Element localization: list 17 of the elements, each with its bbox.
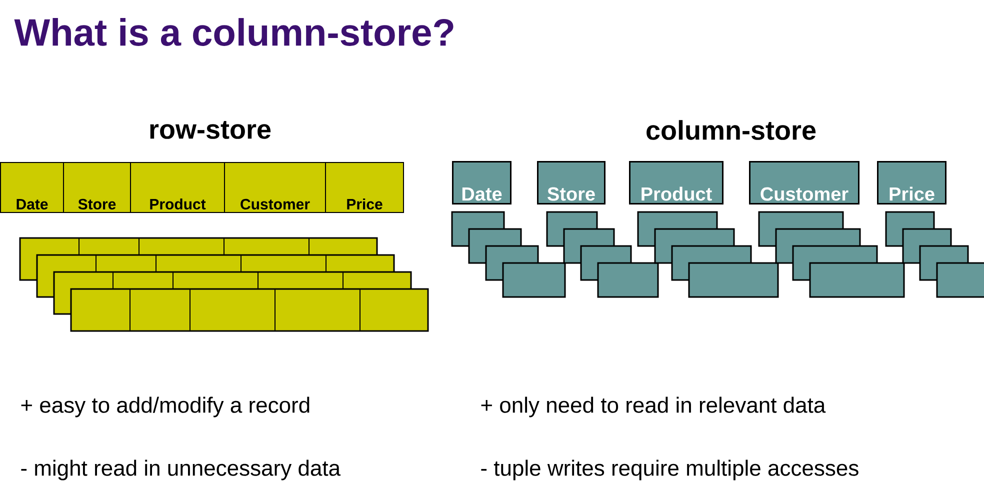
- column-header-box: Store: [537, 161, 606, 204]
- header-cell: Price: [325, 162, 404, 213]
- bullet-text: - might read in unnecessary data: [21, 460, 341, 480]
- bullet-text: - tuple writes require multiple accesses: [481, 460, 858, 480]
- title: What is a column-store?: [14, 18, 454, 46]
- column-header-box: Product: [629, 161, 724, 204]
- column-header-box: Price: [877, 161, 946, 204]
- bullet-text: + easy to add/modify a record: [21, 396, 310, 418]
- section-heading: column-store: [646, 120, 816, 140]
- header-cell: Product: [130, 162, 225, 213]
- section-heading: row-store: [150, 121, 271, 139]
- column-header-box: Date: [452, 161, 512, 204]
- bullet-text: + only need to read in relevant data: [481, 396, 826, 418]
- column-header-box: Customer: [749, 161, 860, 204]
- header-cell: Date: [0, 162, 64, 213]
- header-cell: Customer: [224, 162, 326, 213]
- header-cell: Store: [63, 162, 131, 213]
